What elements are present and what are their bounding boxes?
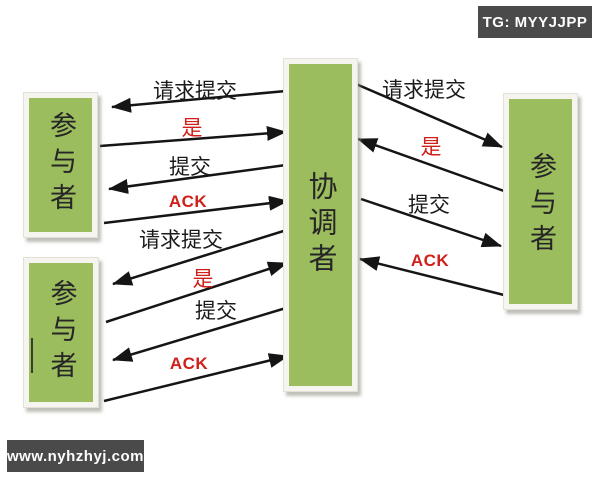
message-label-yes-3: 是: [420, 135, 442, 159]
message-label-ack-1: ACK: [168, 192, 208, 211]
message-label-request-commit-1: 请求提交: [153, 79, 237, 103]
participant-bottom-left-fill: 参与者: [29, 263, 93, 402]
participant-bottom-left-label: 参与者: [45, 278, 77, 387]
message-label-commit-3: 提交: [408, 193, 450, 217]
participant-right-fill: 参与者: [509, 99, 572, 304]
participant-top-left-fill: 参与者: [29, 98, 92, 232]
message-label-ack-3: ACK: [410, 251, 450, 270]
participant-right-box: 参与者: [503, 93, 578, 310]
message-label-request-commit-2: 请求提交: [139, 228, 223, 252]
tg-badge: TG: MYYJJPP: [478, 6, 592, 38]
participant-top-left-box: 参与者: [23, 92, 98, 238]
stray-line: [31, 338, 33, 373]
watermark-badge: www.nyhzhyj.com: [7, 440, 144, 472]
message-label-commit-2: 提交: [195, 299, 237, 323]
participant-bottom-left-box: 参与者: [23, 257, 99, 408]
coordinator-box: 协调者: [283, 58, 358, 392]
watermark-text: www.nyhzhyj.com: [7, 447, 144, 465]
tg-badge-text: TG: MYYJJPP: [482, 13, 588, 31]
participant-top-left-label: 参与者: [45, 111, 76, 219]
message-label-request-commit-3: 请求提交: [382, 78, 466, 102]
message-label-ack-2: ACK: [169, 354, 209, 373]
message-label-commit-1: 提交: [169, 155, 211, 179]
coordinator-fill: 协调者: [289, 64, 352, 386]
participant-right-label: 参与者: [525, 151, 556, 260]
message-label-yes-2: 是: [192, 267, 214, 291]
message-label-yes-1: 是: [181, 116, 203, 140]
coordinator-label: 协调者: [304, 171, 338, 279]
